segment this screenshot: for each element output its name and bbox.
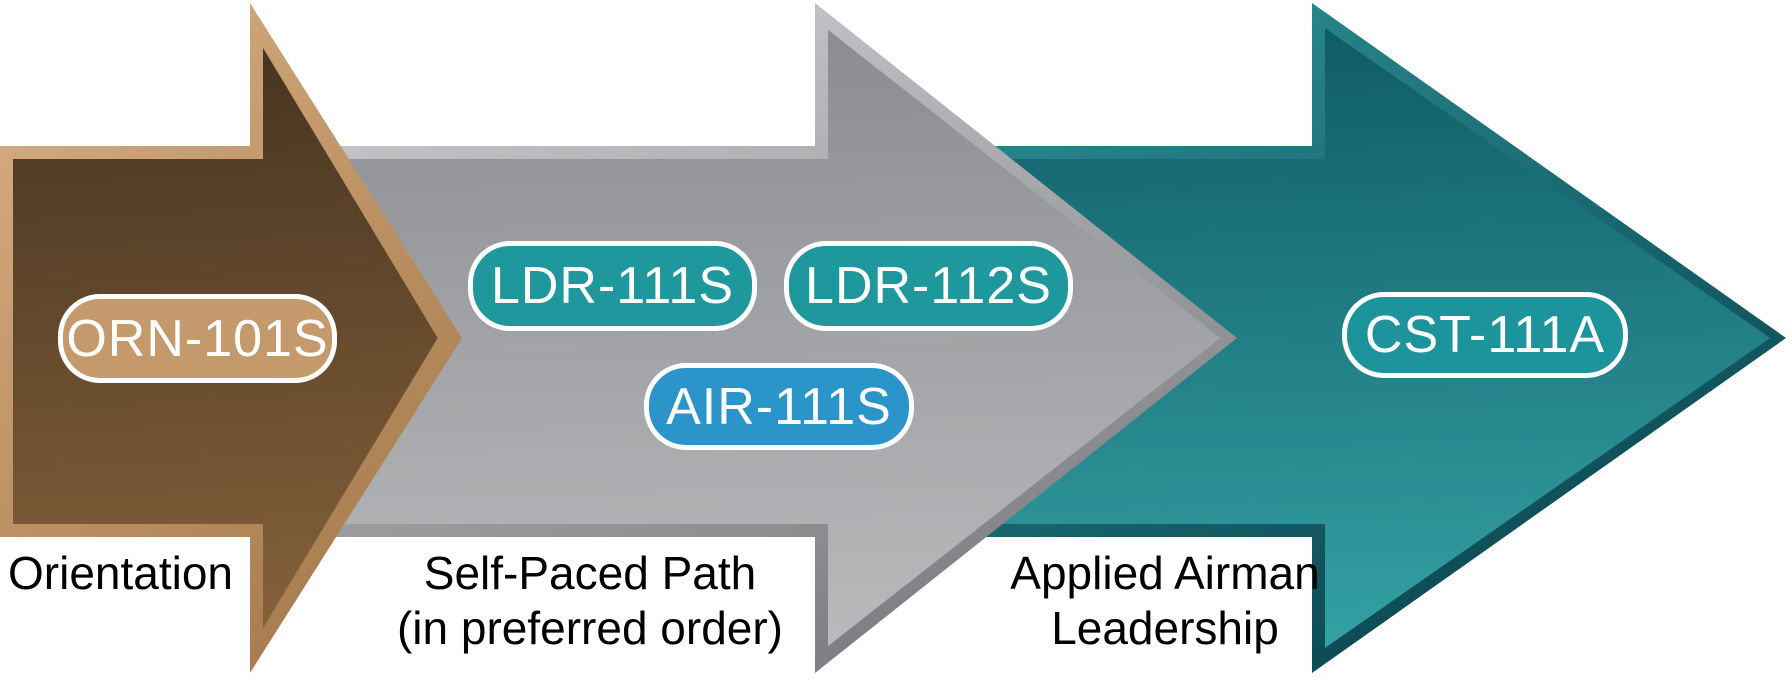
stage-label-line: Applied Airman <box>1010 547 1320 599</box>
arrow-face <box>913 28 1771 648</box>
stage-label-line: (in preferred order) <box>396 602 784 654</box>
course-pill-ldr-112s: LDR-112S <box>784 241 1073 331</box>
stage-label-line: Leadership <box>1051 602 1279 654</box>
course-code: ORN-101S <box>66 309 329 368</box>
stage-label-self-paced-path: Self-Paced Path (in preferred order) <box>340 546 840 656</box>
stage-label-orientation: Orientation <box>8 546 233 601</box>
stage-label-applied-airman-leadership: Applied Airman Leadership <box>915 546 1415 656</box>
stage-label-line: Orientation <box>8 547 234 599</box>
course-pill-cst-111a: CST-111A <box>1342 292 1628 378</box>
course-code: LDR-112S <box>805 257 1052 315</box>
stage-label-line: Self-Paced Path <box>423 547 757 599</box>
course-pill-ldr-111s: LDR-111S <box>468 241 757 331</box>
course-pill-air-111s: AIR-111S <box>644 363 914 450</box>
course-code: AIR-111S <box>666 377 892 436</box>
course-pill-orn-101s: ORN-101S <box>58 294 337 383</box>
course-code: LDR-111S <box>490 257 735 315</box>
course-code: CST-111A <box>1364 306 1606 364</box>
